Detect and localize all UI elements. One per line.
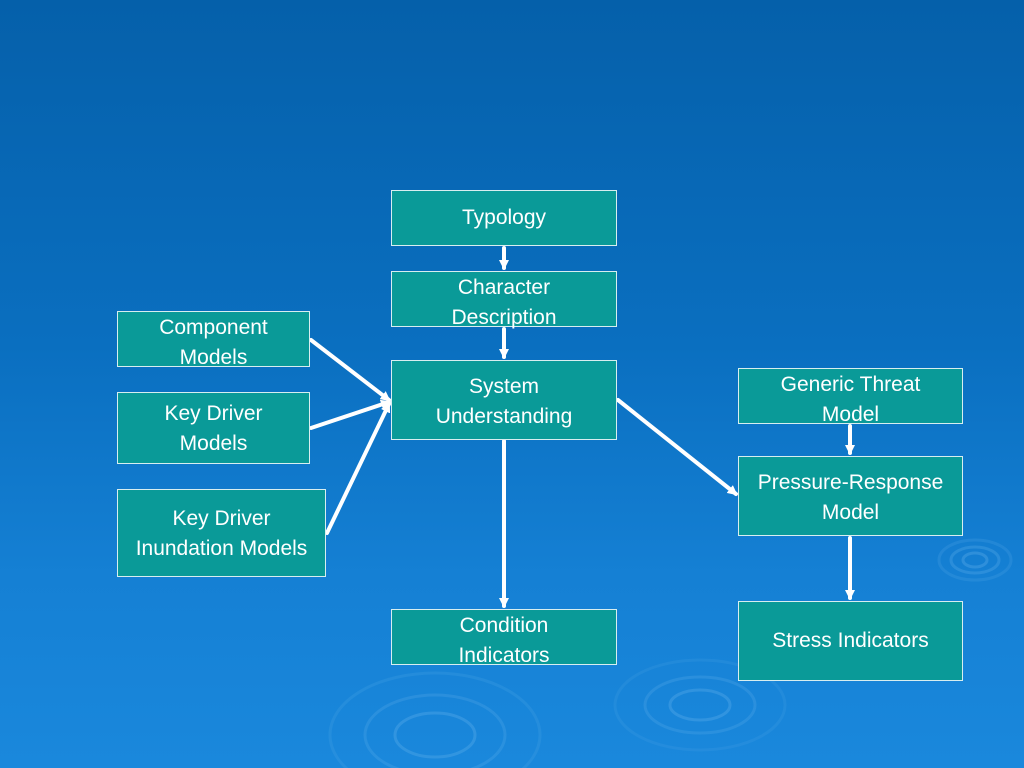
node-character-description: Character Description bbox=[391, 271, 617, 329]
node-stress-indicators: Stress Indicators bbox=[738, 601, 963, 681]
arrow-inundation-to-system bbox=[325, 402, 391, 535]
node-condition-indicators: Condition Indicators bbox=[391, 609, 617, 667]
arrow-system-to-pressure bbox=[616, 398, 738, 496]
node-typology: Typology bbox=[391, 190, 617, 246]
node-component-models: Component Models bbox=[117, 311, 310, 369]
node-system-understanding: System Understanding bbox=[391, 360, 617, 440]
node-key-driver-models: Key Driver Models bbox=[117, 392, 310, 464]
arrow-keydriver-to-system bbox=[309, 399, 391, 430]
node-key-driver-inundation-models: Key Driver Inundation Models bbox=[117, 489, 326, 577]
node-generic-threat-model: Generic Threat Model bbox=[738, 368, 963, 426]
node-pressure-response-model: Pressure-Response Model bbox=[738, 456, 963, 536]
arrow-component-to-system bbox=[309, 338, 391, 402]
